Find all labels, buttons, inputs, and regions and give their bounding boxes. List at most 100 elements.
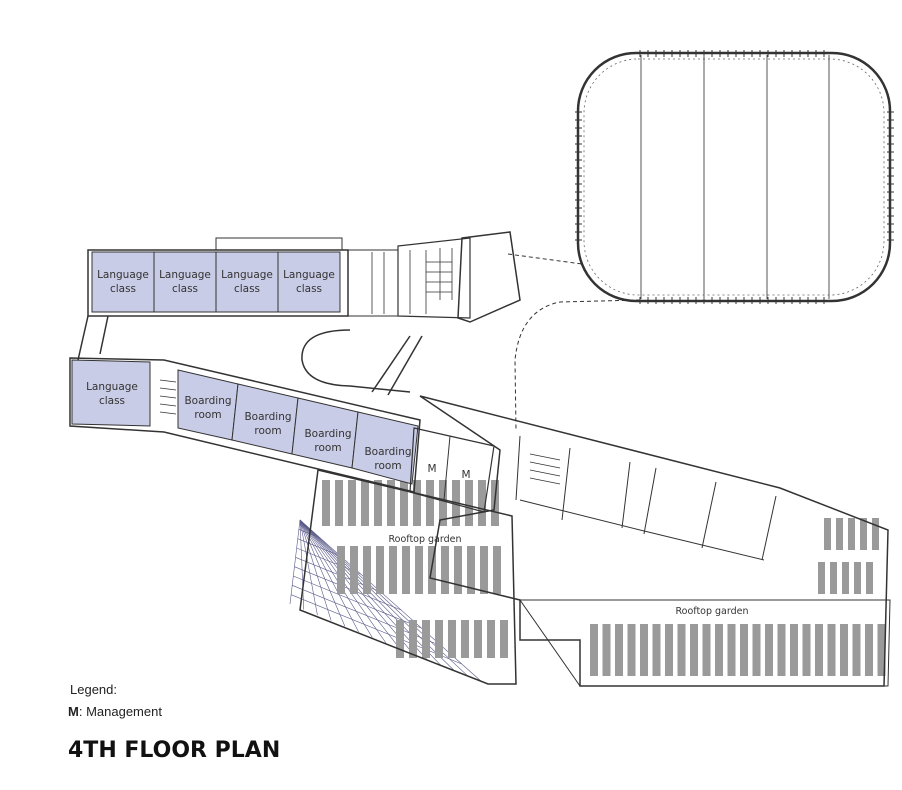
parking-bar [426, 480, 434, 526]
parking-bar [627, 624, 636, 676]
parking-bars [322, 480, 886, 676]
room-language-class-3-line1: Language [221, 269, 273, 281]
parking-bar [415, 546, 423, 594]
parking-bar [474, 620, 482, 658]
room-boarding-2-line2: room [254, 425, 281, 437]
room-language-class-2-line2: class [172, 283, 198, 295]
parking-bar [590, 624, 598, 676]
room-language-class-1-line2: class [110, 283, 136, 295]
corridor-link [77, 315, 423, 396]
room-language-class-4-line2: class [296, 283, 322, 295]
stadium-track [575, 50, 894, 304]
hatch-line [294, 566, 402, 611]
room-language-class-5-line1: Language [86, 381, 138, 393]
parking-bar [652, 624, 661, 676]
parking-bar [422, 620, 430, 658]
parking-bar [487, 620, 495, 658]
hatch-line [297, 538, 341, 557]
parking-bar [480, 546, 488, 594]
parking-bar [467, 546, 475, 594]
parking-bar [615, 624, 623, 676]
room-management-1: M [427, 463, 436, 475]
room-boarding-1-line2: room [194, 409, 221, 421]
parking-bar [860, 518, 867, 550]
parking-bar [872, 518, 879, 550]
parking-bar [374, 480, 382, 526]
dashed-path [507, 253, 641, 431]
parking-bar [348, 480, 356, 526]
parking-bar [441, 546, 449, 594]
parking-bar [824, 518, 831, 550]
parking-bar [461, 620, 469, 658]
parking-bar [690, 624, 698, 676]
parking-bar [363, 546, 371, 594]
parking-bar [448, 620, 456, 658]
parking-bar [677, 624, 686, 676]
parking-bar [350, 546, 358, 594]
parking-bar [439, 480, 447, 526]
parking-bar [396, 620, 404, 658]
legend-description: : Management [78, 704, 162, 719]
parking-bar [852, 624, 861, 676]
parking-bar [413, 480, 421, 526]
hatch-line [299, 519, 318, 616]
room-management-2: M [461, 469, 470, 481]
parking-bar [827, 624, 836, 676]
room-boarding-1-line1: Boarding [184, 395, 231, 407]
plan-title: 4TH FLOOR PLAN [68, 738, 281, 763]
parking-bar [842, 562, 849, 594]
parking-bar [790, 624, 798, 676]
room-language-class-1-line1: Language [97, 269, 149, 281]
parking-bar [402, 546, 410, 594]
parking-bar [337, 546, 345, 594]
hatch-line [299, 519, 373, 638]
parking-bar [752, 624, 761, 676]
parking-bar [465, 480, 473, 526]
rooftop-garden-label-left: Rooftop garden [388, 534, 461, 545]
room-boarding-2-line1: Boarding [244, 411, 291, 423]
parking-bar [840, 624, 848, 676]
rooftop-garden-label-right: Rooftop garden [675, 606, 748, 617]
legend-key: M [68, 704, 79, 719]
parking-bar [877, 624, 886, 676]
upper-wing [87, 231, 521, 323]
parking-bar [454, 546, 462, 594]
parking-bar [715, 624, 723, 676]
legend-title: Legend: [70, 682, 117, 697]
parking-bar [802, 624, 811, 676]
parking-bar [815, 624, 823, 676]
parking-bar [322, 480, 330, 526]
hatch-line [293, 575, 422, 629]
parking-bar [836, 518, 843, 550]
hatch-line [299, 519, 305, 610]
parking-bar [500, 620, 508, 658]
parking-bar [830, 562, 837, 594]
hatch-line [299, 519, 400, 649]
parking-bar [389, 546, 397, 594]
room-boarding-4-line1: Boarding [364, 446, 411, 458]
parking-bar [740, 624, 748, 676]
hatch-line [289, 519, 301, 605]
room-language-class-3-line2: class [234, 283, 260, 295]
room-labels: Language class Language class Language c… [86, 269, 748, 617]
parking-bar [865, 624, 873, 676]
parking-bar [665, 624, 673, 676]
parking-bar [493, 546, 501, 594]
legend-item-management: M: Management [68, 704, 162, 719]
room-language-class-2-line1: Language [159, 269, 211, 281]
hatch-line [299, 519, 332, 621]
parking-bar [640, 624, 648, 676]
parking-bar [818, 562, 825, 594]
room-boarding-3-line2: room [314, 442, 341, 454]
parking-bar [361, 480, 369, 526]
hatch-line [290, 594, 462, 665]
hatch-line [299, 519, 346, 627]
lower-wing [69, 357, 495, 513]
parking-bar [409, 620, 417, 658]
parking-bar [702, 624, 711, 676]
parking-bar [866, 562, 873, 594]
room-boarding-4-line2: room [374, 460, 401, 472]
parking-bar [727, 624, 736, 676]
east-wing [419, 395, 891, 687]
